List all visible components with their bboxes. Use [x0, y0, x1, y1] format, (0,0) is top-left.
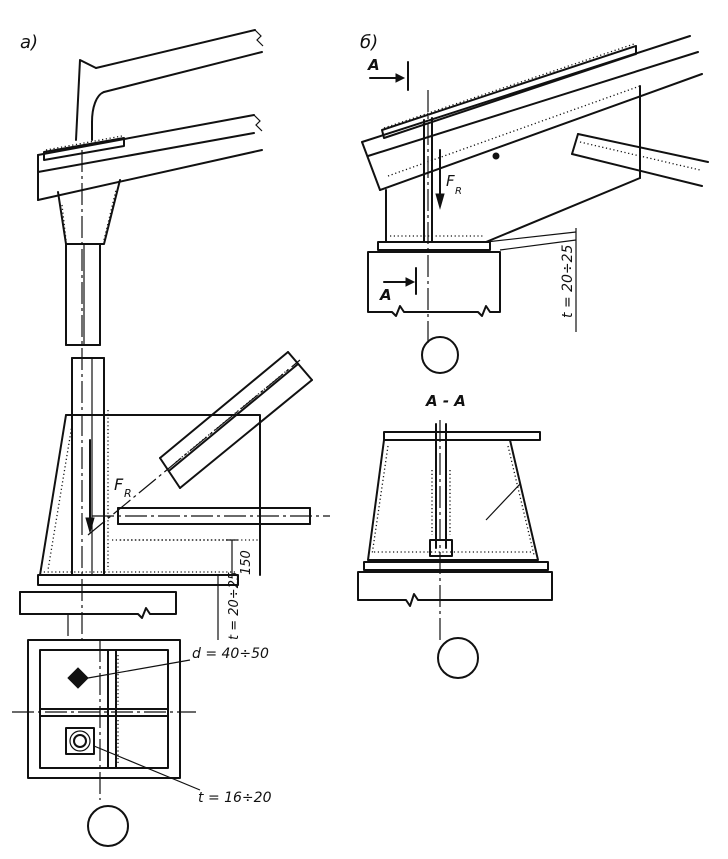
section-title: A - A [425, 392, 466, 410]
plate-thickness-label: t = 16÷20 [198, 790, 272, 806]
force-label-a: F [114, 475, 124, 494]
section-marker-bottom-label: A [379, 286, 392, 304]
force-label-b: F [446, 172, 455, 190]
section-marker-bottom: A [379, 267, 417, 304]
panel-a: а) [12, 29, 330, 847]
panel-b: б) A [357, 32, 709, 679]
anchor-circle-b-top [421, 336, 459, 374]
upper-rafter [75, 29, 264, 141]
side-brace-b [571, 133, 709, 187]
anchor-circle-a [87, 805, 129, 847]
plan-view-a: d = 40÷50 t = 16÷20 [12, 639, 272, 806]
section-marker-top: A [367, 56, 409, 91]
section-a-a: A - A [357, 392, 553, 640]
thickness-top-label: t = 20÷25 [227, 572, 242, 640]
beam-bracket [57, 179, 121, 245]
force-arrow-a: F R [85, 439, 132, 534]
force-subscript-b: R [455, 186, 462, 197]
axis-line-a [81, 150, 101, 800]
horizontal-angle [92, 507, 330, 541]
dimension-t-top: t = 20÷25 [217, 572, 242, 640]
force-subscript-a: R [124, 487, 132, 500]
anchor-circle-b-bottom [437, 637, 479, 679]
dimension-150: 150 [226, 539, 254, 576]
sloped-beam [37, 114, 263, 201]
base-plate-a [37, 571, 239, 586]
thickness-b-label: t = 20÷25 [560, 244, 576, 318]
vertical-strut [65, 243, 109, 576]
vertical-web-b: F R [423, 90, 462, 345]
section-marker-top-label: A [367, 56, 380, 74]
foundation-a [19, 591, 177, 640]
foundation-b: t = 20÷25 [367, 228, 577, 332]
panel-a-label: а) [20, 32, 38, 53]
anchor-diameter-label: d = 40÷50 [192, 646, 269, 662]
diagonal-brace [87, 351, 313, 536]
height-150-label: 150 [239, 550, 254, 575]
panel-b-label: б) [360, 32, 378, 53]
sloped-roof-beam [361, 35, 703, 191]
